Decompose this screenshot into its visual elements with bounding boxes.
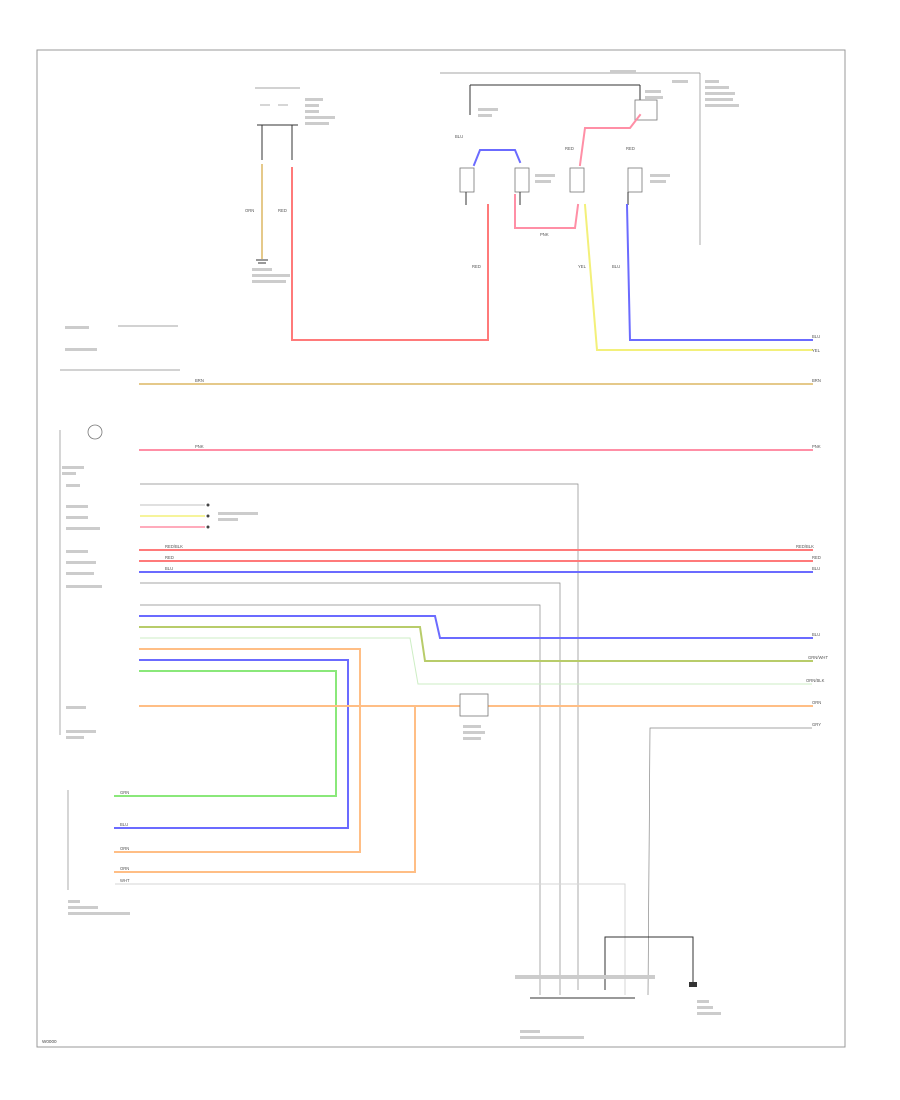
label-red-row: RED/BLK: [165, 544, 183, 549]
wire-gray-3: [140, 604, 541, 995]
label-orange-a: ORN: [120, 846, 129, 851]
wire-lightgreen-row: [140, 637, 812, 685]
label-green-end: GRN/WHT: [808, 655, 828, 660]
wire-blue-bottom: [114, 659, 349, 829]
svg-text:BRN: BRN: [812, 378, 821, 383]
label-fuse-right: RED: [626, 146, 635, 151]
svg-text:RED/BLK: RED/BLK: [796, 544, 814, 549]
label-orange-b: ORN: [120, 866, 129, 871]
wire-yellow-drop: [583, 203, 813, 351]
diagram-frame: [36, 49, 846, 1048]
label-pink-link: PNK: [540, 232, 549, 237]
label-blue-a: BLU: [120, 822, 128, 827]
label-white-a: WHT: [120, 878, 130, 883]
left-top-connector: [255, 87, 335, 160]
label-green-a: GRN: [120, 790, 129, 795]
label-left-wire-b: RED: [278, 208, 287, 213]
label-blower-lower: RED: [472, 264, 481, 269]
sensor-switch-rows: [66, 503, 258, 530]
label-yellow-drop: YEL: [578, 264, 587, 269]
wire-blue-drop: [625, 203, 813, 341]
label-gray-end: GRY: [812, 722, 821, 727]
label-fuse-top: RED: [565, 146, 574, 151]
wire-olive-bend: [139, 626, 813, 662]
wire-pink-relay: [578, 113, 642, 167]
wire-orange-bottom-1: [114, 648, 361, 853]
bottom-right-connector: [515, 936, 721, 1039]
svg-text:RED: RED: [812, 555, 821, 560]
relay-block: [440, 70, 739, 245]
svg-text:BLU: BLU: [455, 134, 463, 139]
bottom-left-connector: GRN BLU ORN ORN WHT: [67, 790, 130, 915]
label-tan-row: BRN: [195, 378, 204, 383]
wire-gray-down-1: [140, 483, 579, 990]
wire-blue-bend: [139, 615, 813, 639]
label-yellow-right: YEL: [812, 348, 821, 353]
label-orange-end: ORN/BLK: [806, 678, 825, 683]
label-blue-row: BLU: [165, 566, 173, 571]
label-blue-end: BLU: [812, 632, 820, 637]
svg-text:BLU: BLU: [812, 566, 820, 571]
wire-green-bottom: [114, 670, 337, 797]
wire-pink-bridge: [514, 194, 580, 229]
svg-text:PNK: PNK: [812, 444, 821, 449]
inline-component: [459, 693, 489, 717]
ground-left: [252, 259, 290, 283]
left-side-labels: [59, 325, 180, 735]
diagram-code: W0000: [42, 1039, 57, 1044]
label-red2-row: RED: [165, 555, 174, 560]
wire-blue-relay-loop: [472, 149, 522, 167]
label-left-wire-a: ORN: [245, 208, 254, 213]
label-blue-right: BLU: [812, 334, 820, 339]
label-blue-drop: BLU: [612, 264, 620, 269]
wire-orange-bottom-2: [114, 705, 416, 873]
wire-white-bottom: [115, 883, 626, 995]
label-orange2-end: ORN: [812, 700, 821, 705]
label-pink-row: PNK: [195, 444, 204, 449]
wire-gray-right: [647, 727, 812, 996]
wire-red-main: [291, 167, 489, 341]
wire-gray-2: [140, 582, 561, 995]
